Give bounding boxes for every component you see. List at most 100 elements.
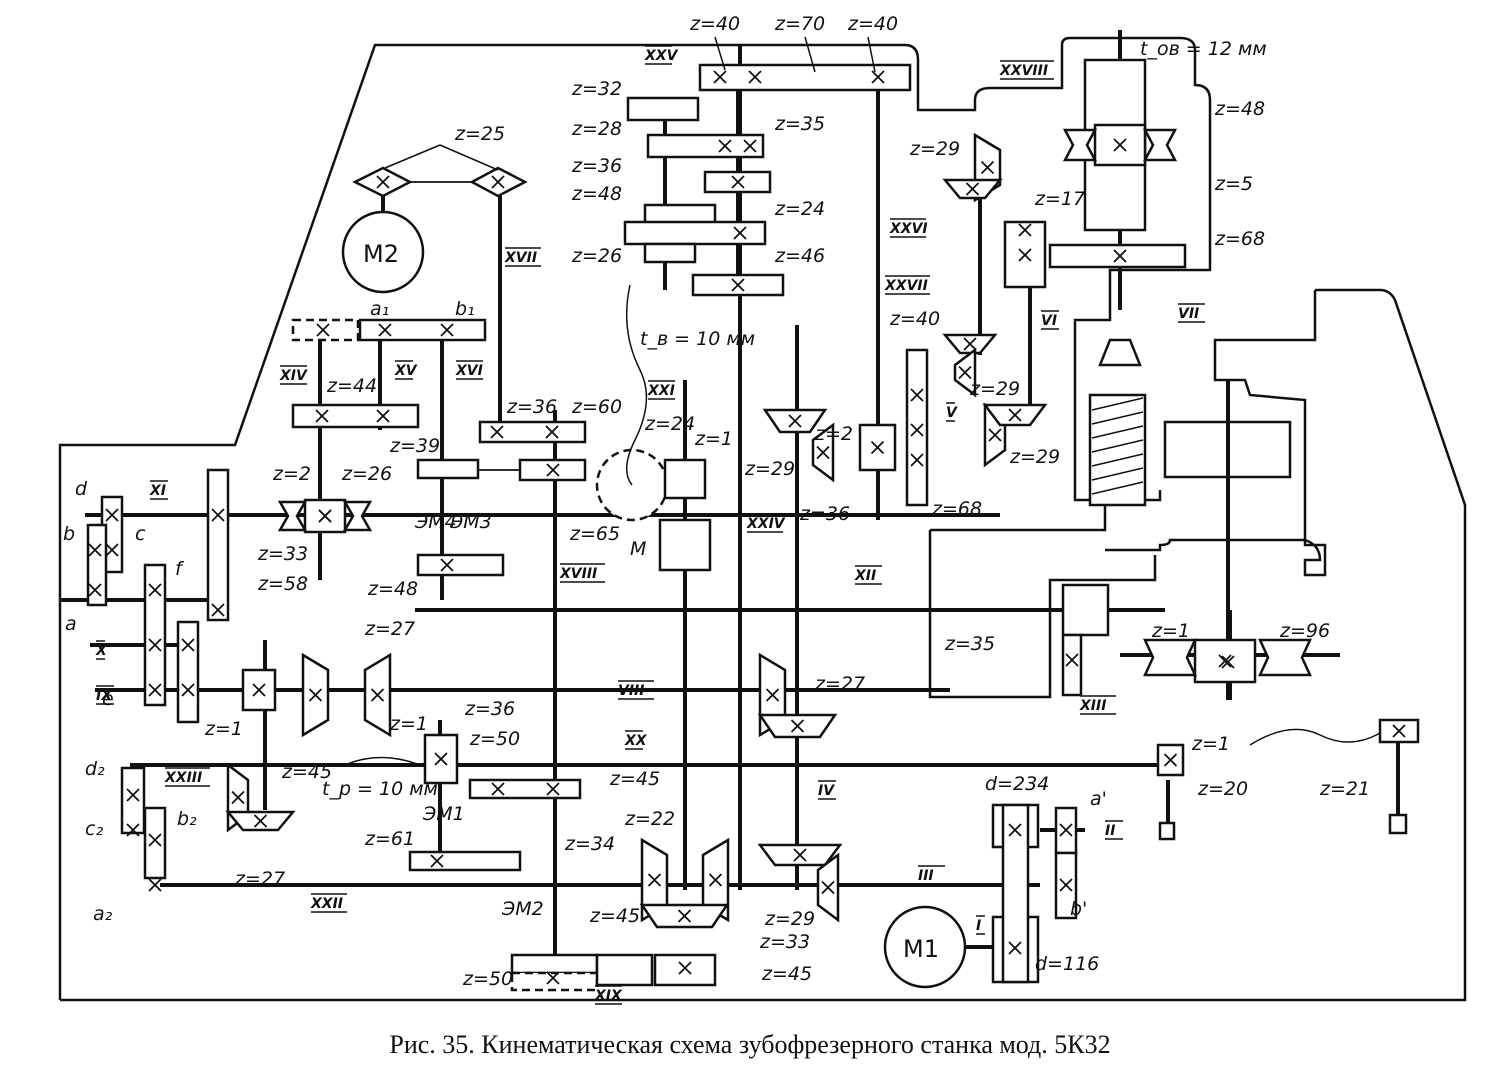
hob-thread (1091, 481, 1144, 495)
label: z=27 (814, 673, 865, 695)
label: t_р = 10 мм (322, 778, 438, 800)
label: z=33 (759, 931, 810, 953)
shaft-label: XXIV (746, 516, 786, 532)
gear-cross-mark (318, 509, 332, 523)
label: z=27 (364, 618, 415, 640)
label: z=35 (774, 113, 825, 135)
gear-cross-mark (546, 782, 560, 796)
label: e (102, 688, 114, 710)
gear-cross-mark (788, 414, 802, 428)
gear (626, 96, 700, 122)
label: d=234 (985, 773, 1049, 795)
label: z=68 (931, 498, 982, 520)
gear-cross-mark (1059, 878, 1073, 892)
shaft-label: XVIII (559, 566, 597, 582)
gear-cross-mark (440, 558, 454, 572)
label: z=36 (464, 698, 515, 720)
leader-line (867, 36, 876, 73)
gear (478, 420, 587, 444)
label: z=29 (1009, 446, 1060, 468)
gear (646, 133, 765, 159)
rack-wave (344, 756, 421, 766)
gear-cross-mark (490, 425, 504, 439)
gear-cross-mark (546, 463, 560, 477)
label: z=50 (462, 968, 513, 990)
gear-cross-mark (731, 278, 745, 292)
label: z=34 (564, 833, 615, 855)
label: b₁ (455, 298, 475, 320)
label: z=45 (761, 963, 812, 985)
gear-cross-mark (1392, 724, 1406, 738)
gear-cross-mark (988, 428, 1002, 442)
worm-wheel (1142, 128, 1178, 162)
shaft-label: V (946, 405, 958, 421)
gear (176, 620, 200, 724)
label: z=65 (569, 523, 620, 545)
label: z=68 (1214, 228, 1265, 250)
gear-cross-mark (181, 638, 195, 652)
shaft-label: IV (818, 783, 835, 799)
gear-cross-mark (871, 70, 885, 84)
label: z=26 (571, 245, 622, 267)
gear (510, 953, 599, 975)
label: a (65, 613, 77, 635)
limit-box (1158, 821, 1176, 841)
shaft-label: XII (854, 568, 876, 584)
shaft-label: XV (394, 363, 418, 379)
gear-cross-mark (308, 688, 323, 702)
label: z=58 (257, 573, 308, 595)
shaft-label: IX (96, 688, 113, 704)
shaft-label: III (918, 868, 934, 884)
clutch-body (658, 518, 712, 572)
gear (291, 318, 360, 342)
gear-cross-mark (126, 823, 140, 837)
belt (1001, 803, 1030, 984)
gear-cross-mark (765, 688, 780, 702)
shaft-label: VII (1178, 306, 1199, 322)
label: z=24 (774, 198, 825, 220)
gear-cross-mark (545, 425, 559, 439)
leader-line (439, 144, 499, 171)
gear-cross-mark (1018, 223, 1032, 237)
shaft-label: I (976, 918, 981, 934)
gear-cross-mark (678, 961, 692, 975)
gear-cross-mark (790, 719, 805, 733)
label: c (135, 523, 146, 545)
gear (358, 318, 487, 342)
label: z=1 (389, 713, 428, 735)
gear (663, 458, 707, 500)
label: z=32 (571, 78, 622, 100)
gear-cross-mark (1008, 408, 1022, 422)
clutch-em3-label: ЭМ3 (449, 511, 492, 533)
label: a' (1090, 788, 1107, 810)
worm-wheel (277, 500, 308, 532)
label: z=44 (326, 375, 377, 397)
gear-cross-mark (910, 388, 924, 402)
label: z=20 (1197, 778, 1248, 800)
clutch-em4-label: ЭМ4 (414, 511, 457, 533)
shaft-label: XXVI (889, 221, 928, 237)
worm-wheel (342, 500, 373, 532)
gear-cross-mark (148, 833, 162, 847)
gear-cross-mark (910, 453, 924, 467)
gear-cross-mark (965, 182, 980, 196)
gear-cross-mark (743, 139, 757, 153)
figure-caption: Рис. 35. Кинематическая схема зубофрезер… (389, 1030, 1111, 1059)
worm-wheel (1143, 638, 1197, 677)
shaft-label: X (95, 643, 108, 659)
shaft-label: II (1105, 823, 1115, 839)
shaft-label: XX (624, 733, 648, 749)
gear-cross-mark (88, 543, 102, 557)
gear-cross-mark (1113, 138, 1127, 152)
gear (416, 553, 505, 577)
hob-thread (1091, 453, 1144, 467)
gear-cross-mark (1218, 654, 1232, 668)
gear-cross-mark (378, 323, 392, 337)
label: z=33 (257, 543, 308, 565)
label: z=22 (624, 808, 675, 830)
gear-cross-mark (793, 848, 807, 862)
label: z=29 (764, 908, 815, 930)
gear (86, 523, 108, 607)
motor-m1-label: M1 (903, 935, 939, 963)
label: d₂ (85, 758, 105, 780)
